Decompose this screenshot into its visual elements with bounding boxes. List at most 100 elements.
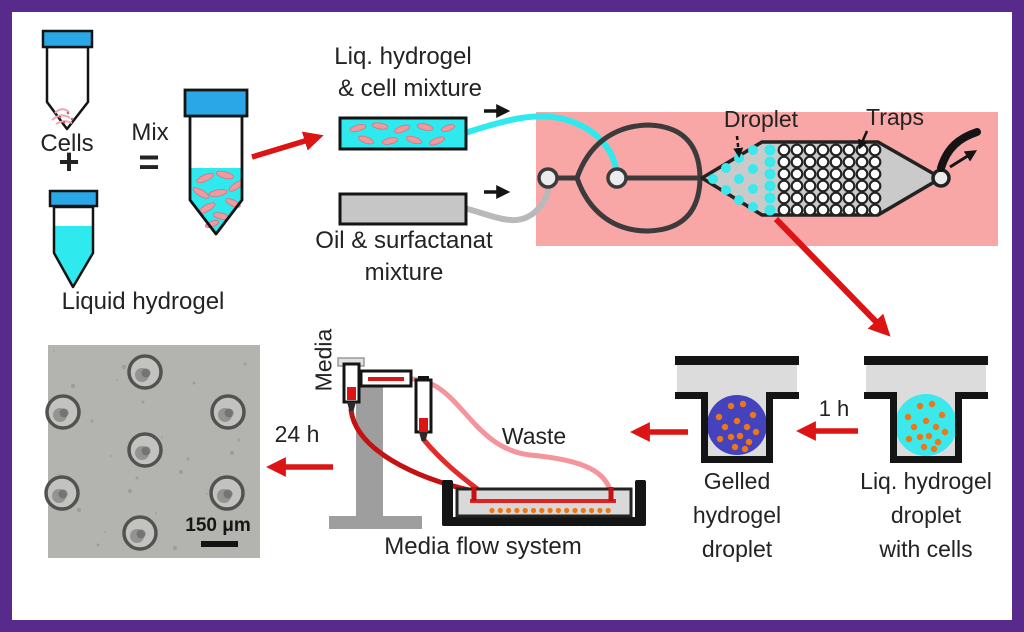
trap-circle (855, 191, 869, 205)
media-flow-system (329, 357, 646, 529)
trap-circle (803, 203, 817, 217)
noise-speckle (70, 383, 76, 389)
gelled-droplet-well (675, 356, 799, 463)
cell-dot (741, 445, 749, 453)
trap-circle (777, 203, 791, 217)
trap-array (764, 143, 882, 217)
gelled-droplet-label-line2: hydrogel (692, 502, 782, 528)
oil-mixture-label-line1: Oil & surfactanat (315, 227, 493, 254)
outlet-flow-swoosh (937, 128, 981, 172)
mix-to-reservoir-arrow (251, 131, 324, 160)
spheroid-core (223, 489, 233, 499)
cell-dot (727, 433, 735, 441)
outlet-arrow (949, 150, 978, 169)
hydrogel-mixture-label-line1: Liq. hydrogel (334, 43, 472, 70)
pump-stand-base (329, 516, 422, 529)
cells-in-droplet (715, 400, 760, 453)
cell-dot (715, 413, 723, 421)
droplet-dot (547, 507, 553, 514)
tube-cap (41, 29, 94, 49)
trap-circle (777, 143, 791, 157)
trap-circle (816, 203, 830, 217)
forming-droplet (734, 195, 744, 205)
oil-tubing (461, 184, 551, 224)
pink-tube (408, 376, 614, 496)
droplet-dot (497, 507, 503, 514)
trap-circle (829, 143, 843, 157)
noise-speckle (186, 457, 190, 461)
trap-circle (803, 143, 817, 157)
trap-circle (777, 179, 791, 193)
trap-circle (829, 167, 843, 181)
cyan-droplet (764, 192, 776, 204)
trap-circle (803, 191, 817, 205)
trap-circle (829, 155, 843, 169)
media-flow-system-label: Media flow system (384, 533, 582, 560)
cell-dot (910, 423, 918, 431)
liquid-hydrogel-label: Liquid hydrogel (61, 288, 225, 315)
droplet-dot (539, 507, 545, 514)
cell-dot (938, 411, 946, 419)
cells-label: Cells (40, 130, 94, 157)
noise-speckle (53, 350, 55, 352)
noise-speckle (172, 545, 178, 551)
forming-droplet (708, 174, 718, 184)
noise-speckle (192, 381, 196, 385)
noise-speckle (155, 512, 157, 514)
spheroid-core (58, 489, 68, 499)
trap-circle (855, 143, 869, 157)
trap-circle (868, 179, 882, 193)
equals-sign: = (138, 141, 160, 182)
hydrogel-reservoir (338, 116, 468, 151)
noise-speckle (116, 379, 118, 381)
cyan-droplet (764, 180, 776, 192)
cell-dot (745, 438, 753, 446)
trap-circle (790, 203, 804, 217)
trap-circle (790, 155, 804, 169)
droplets-in-chip (489, 507, 611, 514)
trap-circle (816, 143, 830, 157)
spheroid-core (141, 368, 151, 378)
traps-pointer-arrow (858, 130, 869, 150)
forming-droplet (748, 184, 758, 194)
scale-bar (201, 541, 238, 547)
mix-label: Mix (131, 119, 169, 146)
droplet-dot (597, 507, 603, 514)
noise-speckle (161, 436, 163, 438)
gelled-droplet-label-line1: Gelled (703, 468, 771, 494)
forming-droplet (748, 202, 758, 212)
scale-label: 150 μm (185, 515, 251, 536)
trap-circle (868, 167, 882, 181)
droplet-dot (589, 507, 595, 514)
cell-dot (752, 428, 760, 436)
cells-tube (41, 29, 94, 131)
cell-dot (930, 445, 938, 453)
cell-dot (941, 428, 949, 436)
trap-circle (777, 155, 791, 169)
hydrogel-tubing (462, 113, 619, 172)
forming-droplet (748, 145, 758, 155)
media-label: Media (310, 328, 337, 392)
chip-to-trap-arrow (773, 216, 891, 337)
trap-circle (842, 143, 856, 157)
cell-dot (922, 417, 930, 425)
droplet-dot (555, 507, 562, 514)
chip-channels (557, 122, 703, 234)
droplet-dot (530, 507, 537, 514)
trap-circle (803, 179, 817, 193)
trap-circle (816, 179, 830, 193)
cell-dot (916, 433, 924, 441)
cell-dot (727, 402, 735, 410)
cell-dot (905, 435, 913, 443)
waste-syringe (414, 376, 433, 441)
trap-circle (855, 179, 869, 193)
hydrogel-inlet-port (606, 167, 628, 189)
noise-speckle (121, 364, 127, 370)
trap-circle (790, 143, 804, 157)
trap-circle (842, 167, 856, 181)
trap-circle (816, 191, 830, 205)
forming-droplet (734, 174, 744, 184)
micrograph (44, 345, 260, 558)
cell-dot (934, 438, 942, 446)
oil-reservoir (338, 192, 468, 226)
